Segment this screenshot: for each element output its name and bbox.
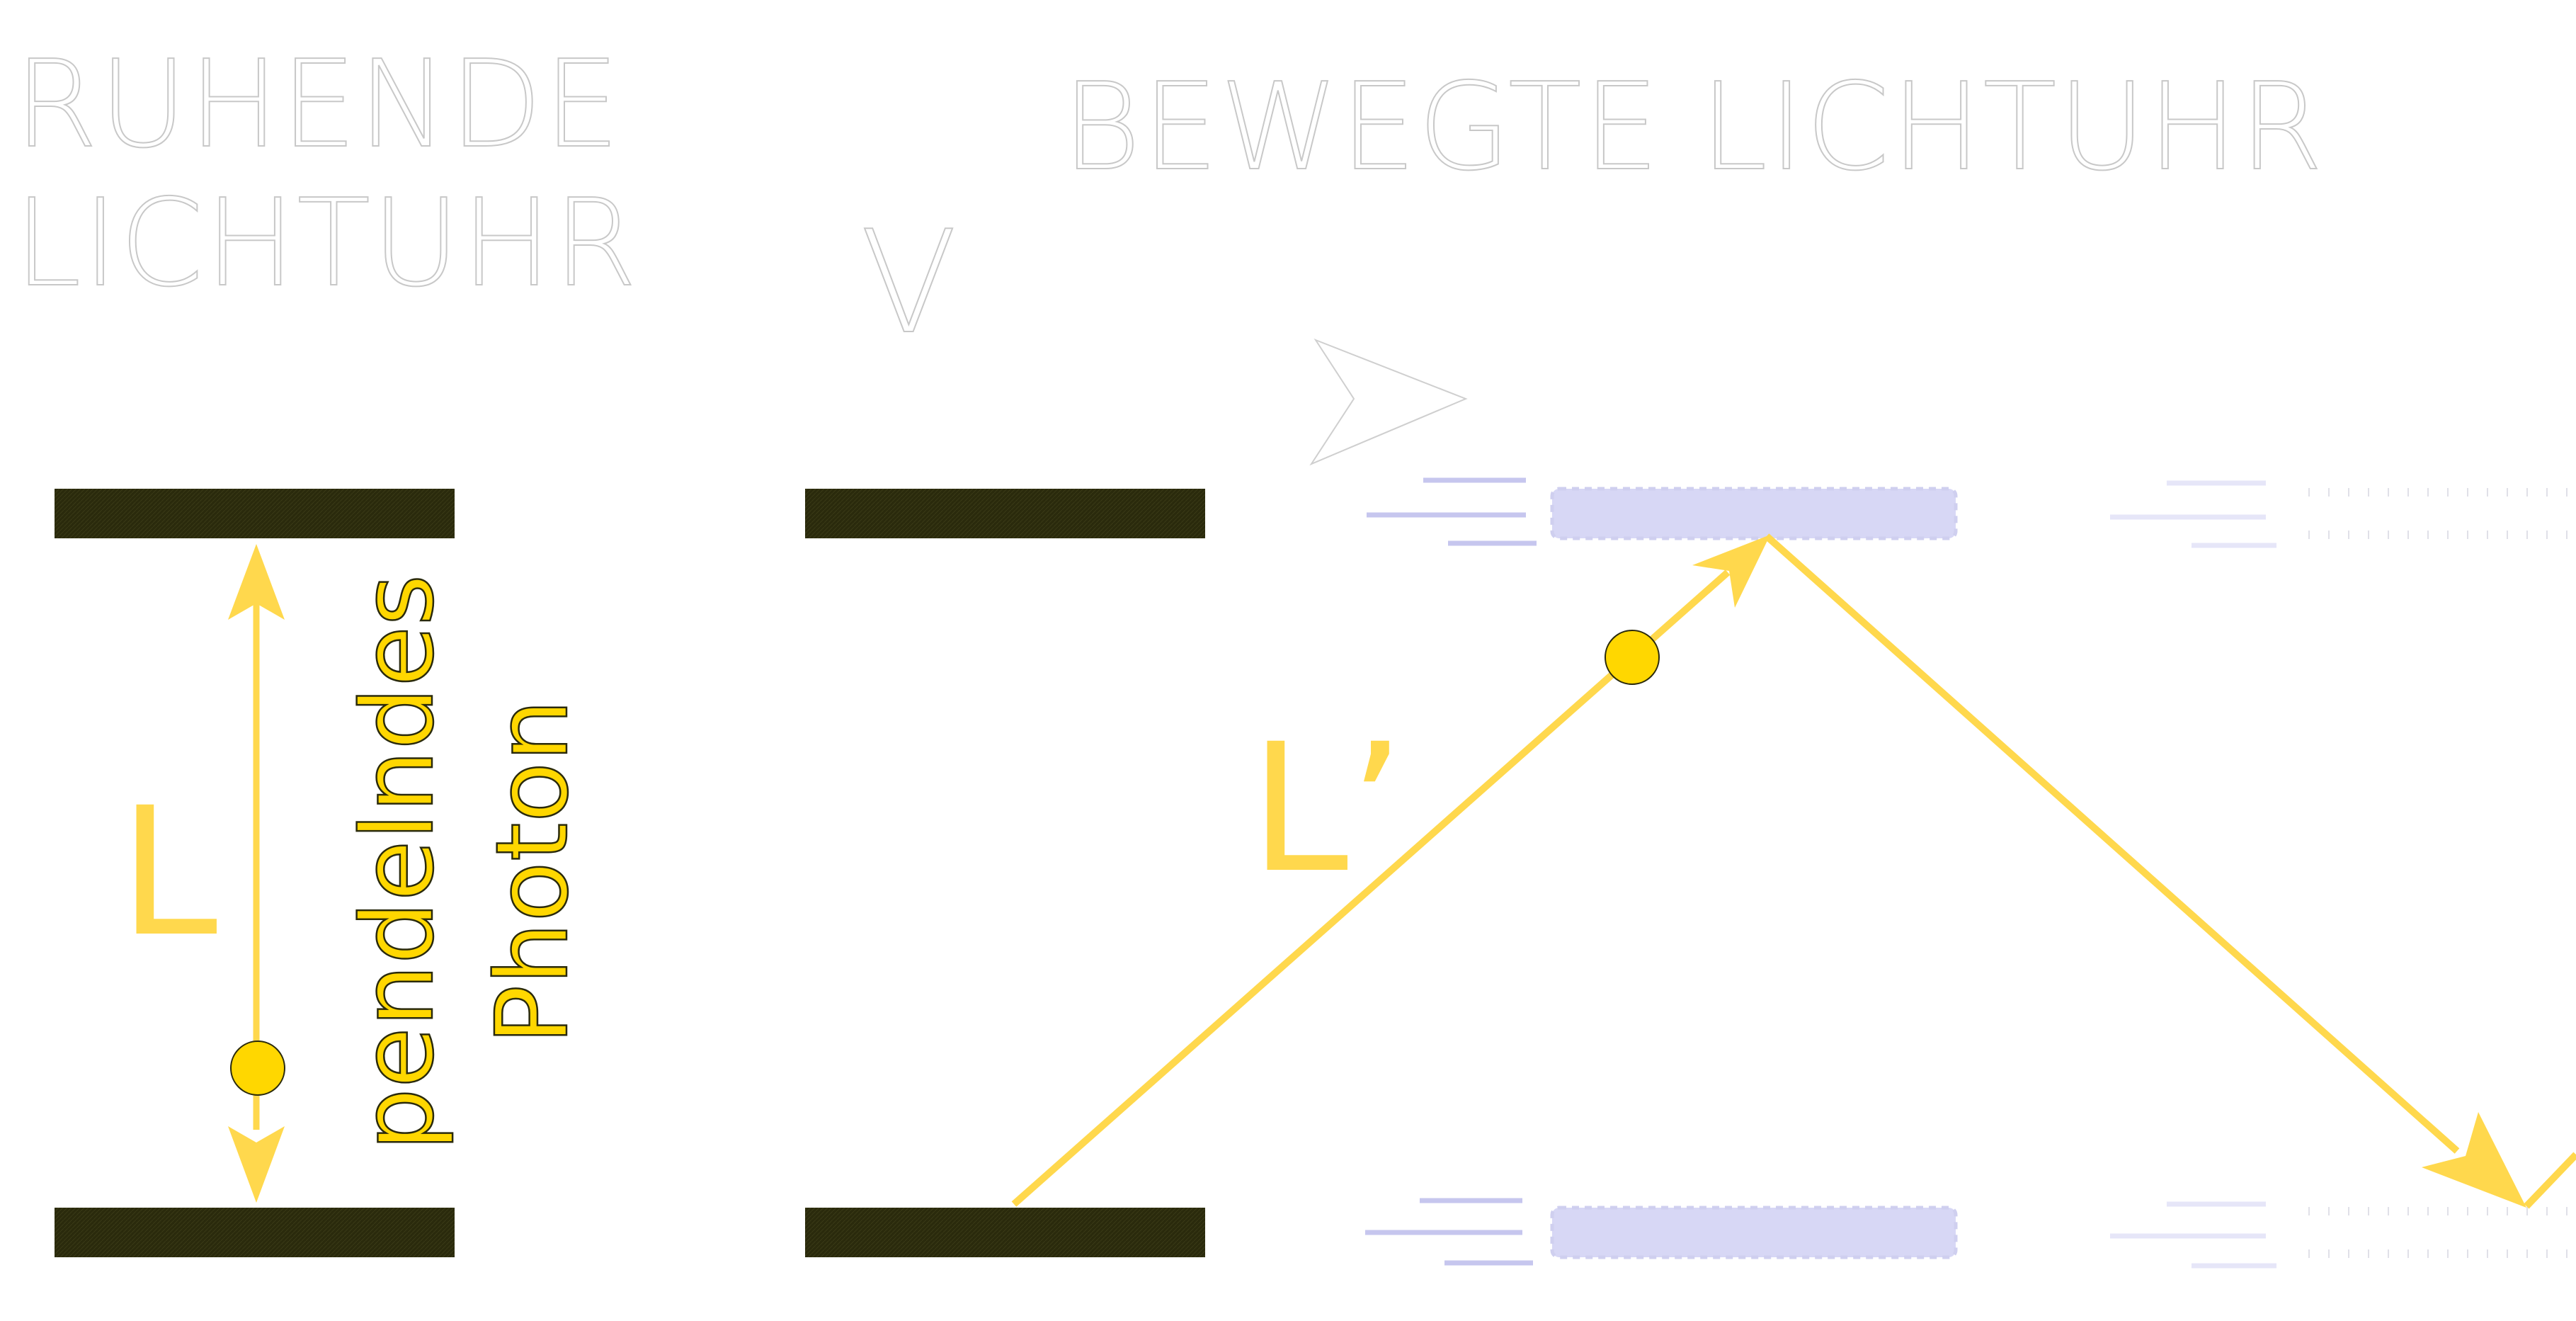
rest-arrowhead-up — [228, 544, 285, 620]
photon-caption-line2: Photon — [475, 699, 591, 1045]
photon-caption: pendelndes Photon — [340, 573, 592, 1152]
velocity-arrow-icon — [1309, 338, 1468, 466]
moving-arrowhead-down — [2422, 1112, 2526, 1208]
moving-arrowhead-up — [1692, 535, 1770, 608]
moving-mirror-bottom-start — [805, 1208, 1205, 1257]
moving-mirror-bottom-middle — [1365, 1198, 1958, 1266]
moving-photon-path-down — [1764, 533, 2460, 1154]
moving-photon-path-continue — [2524, 1152, 2576, 1209]
rest-mirror-bottom — [55, 1208, 455, 1257]
moving-photon-path-up — [1011, 569, 1731, 1207]
title-moving-clock: BEWEGTE LICHTUHR — [1061, 57, 2325, 198]
moving-photon-dot — [1605, 630, 1660, 685]
photon-caption-line1: pendelndes — [341, 574, 456, 1151]
velocity-label: V — [860, 200, 959, 365]
moving-mirror-bottom-end — [2110, 1201, 2576, 1269]
moving-mirror-top-start — [805, 489, 1205, 538]
rest-arrowhead-down — [228, 1126, 285, 1203]
rest-photon-dot — [230, 1041, 285, 1096]
title-resting-clock: RUHENDE LICHTUHR — [13, 35, 639, 314]
moving-length-label: L’ — [1250, 705, 1405, 912]
rest-length-label: L — [119, 769, 217, 975]
moving-mirror-top-middle — [1367, 477, 1958, 546]
moving-mirror-top-end — [2110, 480, 2576, 548]
rest-mirror-top — [55, 489, 455, 538]
